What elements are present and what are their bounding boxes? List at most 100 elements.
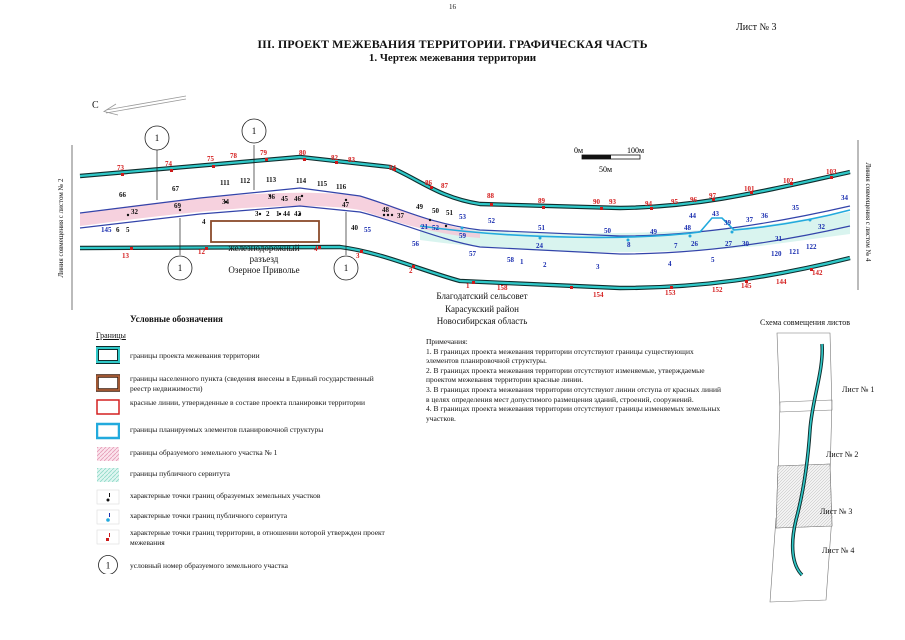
point-label-red: 152 bbox=[712, 286, 723, 294]
point-label-red: 75 bbox=[207, 155, 215, 163]
point-label-red: 74 bbox=[165, 160, 173, 168]
point-label-blue: 55 bbox=[364, 226, 372, 234]
scheme-drawing bbox=[769, 332, 833, 603]
page-number: 16 bbox=[449, 3, 456, 11]
parcel-boundary-lower bbox=[79, 205, 851, 255]
point-label-black: 4 bbox=[202, 218, 206, 226]
point-label-red: 158 bbox=[497, 284, 508, 292]
blue-point-labels: 145 55 56 57 58 1 2 21 52 53 59 52 24 3 … bbox=[101, 194, 849, 271]
boundary-point-markers bbox=[121, 158, 833, 289]
point-label-red: 103 bbox=[826, 168, 837, 176]
region-line-1: Благодатский сельсовет bbox=[436, 291, 528, 301]
planning-symbol bbox=[96, 422, 120, 440]
settlement-boundary bbox=[210, 220, 320, 243]
servitude-point-symbol bbox=[96, 509, 120, 525]
point-label-blue: 37 bbox=[746, 216, 754, 224]
legend-item-text: характерные точки границ территории, в о… bbox=[130, 528, 385, 547]
legend-item-project-boundary: границы проекта межевания территории bbox=[96, 346, 396, 374]
point-label-blue: 121 bbox=[789, 248, 800, 256]
point-label-blue: 3 bbox=[596, 263, 600, 271]
parcel-number: 1 bbox=[155, 133, 160, 143]
point-label-blue: 24 bbox=[536, 242, 544, 250]
point-label-red: 3 bbox=[356, 252, 360, 260]
legend-item-parcel: границы образуемого земельного участка №… bbox=[96, 445, 396, 473]
legend-item-text: условный номер образуемого земельного уч… bbox=[130, 561, 288, 570]
north-label: С bbox=[92, 100, 99, 111]
parcel-symbol bbox=[97, 447, 119, 461]
point-label-blue: 49 bbox=[650, 228, 658, 236]
servitude-symbol bbox=[97, 468, 119, 482]
scheme-sheet-label: Лист № 1 bbox=[842, 385, 875, 394]
legend-item-text: границы планируемых элементов планировоч… bbox=[130, 425, 324, 434]
point-label-blue: 122 bbox=[806, 243, 817, 251]
project-boundary-symbol bbox=[96, 346, 120, 364]
point-label-black: 67 bbox=[172, 185, 180, 193]
point-label-black: 113 bbox=[266, 176, 277, 184]
legend-item-planning: границы планируемых элементов планировоч… bbox=[96, 422, 396, 450]
note-item: 2. В границах проекта межевания территор… bbox=[426, 365, 705, 385]
point-label-blue: 52 bbox=[432, 224, 440, 232]
legend-item-servitude-points: характерные точки границ публичного серв… bbox=[96, 508, 396, 536]
point-label-blue: 120 bbox=[771, 250, 782, 258]
point-label-red: 154 bbox=[593, 291, 604, 299]
point-label-black: 1 bbox=[276, 210, 280, 218]
settlement-line-3: Озерное Приволье bbox=[228, 265, 300, 275]
point-label-red: 88 bbox=[487, 192, 495, 200]
point-label-blue: 44 bbox=[689, 212, 697, 220]
point-label-blue: 48 bbox=[684, 224, 692, 232]
legend-item-text: характерные точки границ публичного серв… bbox=[130, 511, 288, 520]
scheme-current-sheet bbox=[775, 463, 833, 529]
legend-title: Условные обозначения bbox=[130, 314, 223, 324]
parcel-number-symbol: 1 bbox=[98, 555, 118, 574]
point-label-black: 69 bbox=[174, 202, 182, 210]
point-label-red: 1 bbox=[466, 282, 470, 290]
point-label-red: 4 bbox=[314, 245, 318, 253]
point-label-blue: 5 bbox=[711, 256, 715, 264]
scale-bar: 0м 100м 50м bbox=[574, 146, 644, 174]
region-label: Благодатский сельсовет Карасукский район… bbox=[402, 290, 562, 328]
black-point-labels: 66 67 111 112 113 114 115 116 32 69 34 3… bbox=[116, 176, 454, 234]
point-label-red: 153 bbox=[665, 289, 676, 297]
point-label-black: 66 bbox=[119, 191, 127, 199]
legend-item-territory-points: характерные точки границ территории, в о… bbox=[96, 528, 396, 556]
legend-item-parcel-number: 1 условный номер образуемого земельного … bbox=[96, 554, 396, 582]
legend-item-text: границы публичного сервитута bbox=[130, 469, 230, 478]
point-label-red: 13 bbox=[122, 252, 130, 260]
point-label-black: 114 bbox=[296, 177, 307, 185]
scheme-title: Схема совмещения листов bbox=[760, 318, 850, 327]
north-arrow-icon bbox=[102, 95, 187, 116]
point-label-red: 97 bbox=[709, 192, 717, 200]
point-label-black: 37 bbox=[397, 212, 405, 220]
point-label-black: 116 bbox=[336, 183, 347, 191]
scale-mid: 50м bbox=[599, 165, 612, 174]
planning-boundary bbox=[419, 209, 851, 239]
notes-block: Примечания: 1. В границах проекта межева… bbox=[426, 337, 726, 423]
point-label-red: 94 bbox=[645, 200, 653, 208]
point-label-blue: 26 bbox=[691, 240, 699, 248]
legend-section: Границы bbox=[96, 331, 126, 340]
point-label-black: 34 bbox=[222, 198, 230, 206]
scale-end: 100м bbox=[627, 146, 644, 155]
point-label-blue: 27 bbox=[725, 240, 733, 248]
point-label-red: 87 bbox=[441, 182, 449, 190]
parcel-point-markers bbox=[126, 194, 448, 228]
point-label-red: 78 bbox=[230, 152, 238, 160]
settlement-label: железнодорожный разъезд Озерное Приволье bbox=[210, 243, 318, 276]
legend-item-settlement: границы населенного пункта (сведения вне… bbox=[96, 374, 396, 402]
point-label-blue: 53 bbox=[459, 213, 467, 221]
legend-item-servitude: границы публичного сервитута bbox=[96, 466, 396, 494]
point-label-blue: 43 bbox=[712, 210, 720, 218]
legend-item-red-lines: красные линии, утвержденные в составе пр… bbox=[96, 398, 396, 426]
parcel-number: 1 bbox=[344, 263, 349, 273]
legend-item-text: характерные точки границ образуемых земе… bbox=[130, 491, 321, 500]
point-label-blue: 4 bbox=[668, 260, 672, 268]
point-label-red: 86 bbox=[425, 179, 433, 187]
settlement-line-2: разъезд bbox=[249, 254, 279, 264]
region-line-2: Карасукский район bbox=[445, 303, 519, 314]
note-item: 1. В границах проекта межевания территор… bbox=[426, 346, 694, 366]
point-label-blue: 39 bbox=[724, 219, 732, 227]
page-subtitle: 1. Чертеж межевания территории bbox=[368, 52, 537, 64]
point-label-red: 79 bbox=[260, 149, 268, 157]
point-label-blue: 7 bbox=[674, 242, 678, 250]
point-label-red: 73 bbox=[117, 164, 125, 172]
